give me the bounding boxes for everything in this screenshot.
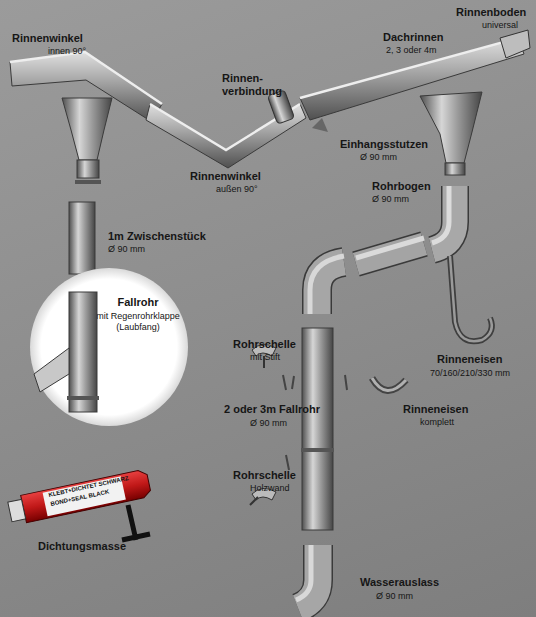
- part-name: Rinneneisen: [437, 353, 502, 366]
- part-spec: Ø 90 mm: [372, 194, 409, 204]
- part-name: Rinnenwinkel: [190, 170, 261, 183]
- circle-outline: [30, 268, 188, 426]
- part-name: 2 oder 3m Fallrohr: [224, 403, 320, 416]
- part-name: Rinnenwinkel: [12, 32, 83, 45]
- part-name: Rohrschelle: [233, 469, 296, 482]
- pipe-bend: [317, 262, 344, 314]
- part-spec: mit Stift: [250, 352, 280, 362]
- pipe-ring: [301, 448, 334, 452]
- part-spec: komplett: [420, 417, 454, 427]
- pipe-highlight: [356, 238, 424, 258]
- part-name: Rinneneisen: [403, 403, 468, 416]
- part-spec: 2, 3 oder 4m: [386, 45, 437, 55]
- pipe-bend: [317, 262, 344, 314]
- part-name: Wasserauslass: [360, 576, 439, 589]
- clamp-screw: [250, 497, 258, 505]
- part-spec: Ø 90 mm: [108, 244, 145, 254]
- outlet-neck: [445, 163, 465, 175]
- node-subtitle: mit Regenrohrklappe (Laubfang): [92, 311, 184, 333]
- part-name: Rinnen- verbindung: [222, 72, 288, 97]
- gutter-straight: [300, 38, 524, 120]
- part-spec: 70/160/210/330 mm: [430, 368, 510, 378]
- gutter-hanger: [450, 256, 492, 341]
- tube-cap: [8, 499, 26, 521]
- pipe-highlight: [296, 545, 311, 600]
- gutter-hanger: [450, 256, 492, 341]
- gutter-clip: [312, 118, 328, 132]
- outlet-neck: [77, 160, 99, 178]
- part-name: Rohrschelle: [233, 338, 296, 351]
- gutter-rim: [10, 52, 162, 104]
- part-spec: innen 90°: [48, 46, 86, 56]
- part-name: Rohrbogen: [372, 180, 431, 193]
- part-spec: Ø 90 mm: [360, 152, 397, 162]
- pipe-segment: [69, 202, 95, 274]
- gutter-hanger-complete: [372, 378, 406, 391]
- clip-pin: [283, 375, 347, 470]
- gutter-end-cap: [500, 30, 530, 58]
- circle-shape: [30, 268, 188, 426]
- part-spec: Ø 90 mm: [250, 418, 287, 428]
- gutter-outlet: [62, 98, 112, 160]
- gutter-outlet: [420, 92, 482, 163]
- pipe-highlight: [310, 256, 344, 314]
- highlight-circle: Fallrohr mit Regenrohrklappe (Laubfang): [30, 268, 188, 426]
- part-name: Einhangsstutzen: [340, 138, 428, 151]
- part-name: Dachrinnen: [383, 31, 444, 44]
- part-spec: universal: [482, 20, 518, 30]
- part-name: Dichtungsmasse: [38, 540, 126, 553]
- part-name: 1m Zwischenstück: [108, 230, 206, 243]
- part-spec: Ø 90 mm: [376, 591, 413, 601]
- part-name: Rinnenboden: [456, 6, 526, 19]
- part-spec: außen 90°: [216, 184, 258, 194]
- downpipe: [302, 328, 333, 530]
- node-title: Fallrohr: [92, 296, 184, 309]
- pipe-bend: [432, 186, 455, 250]
- gutter-rim: [300, 38, 518, 98]
- pipe-highlight: [432, 186, 449, 243]
- outlet-collar: [75, 180, 101, 184]
- gutter-hanger-complete: [372, 378, 406, 391]
- part-spec: Holzwand: [250, 483, 290, 493]
- pipe-bend: [432, 186, 455, 250]
- tube-key: [122, 505, 150, 540]
